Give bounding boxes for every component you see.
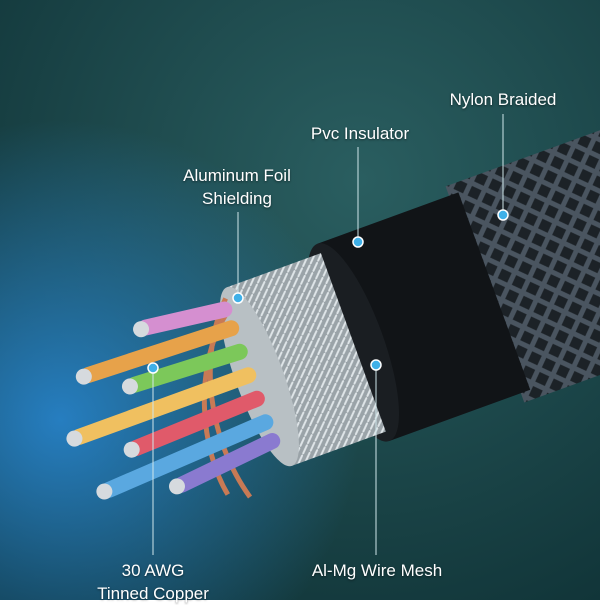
wire-tips: [66, 321, 185, 500]
copper-dot: [147, 362, 159, 374]
wire-mesh-dot: [370, 359, 382, 371]
pvc-insulator-dot: [352, 236, 364, 248]
label-awg-1: 30 AWG: [121, 561, 185, 580]
label-pvc-insulator: Pvc Insulator: [310, 124, 410, 143]
nylon-braid-sheath: [445, 83, 600, 403]
aluminum-foil-dot: [232, 292, 244, 304]
label-awg-2: Tinned Copper: [97, 584, 209, 603]
label-wire-mesh: Al-Mg Wire Mesh: [311, 561, 443, 580]
cable: [66, 83, 600, 500]
nylon-braided-dot: [497, 209, 509, 221]
inner-wires: [71, 301, 281, 498]
label-aluminum-foil-2: Shielding: [202, 189, 272, 208]
wire-mesh: [226, 253, 386, 466]
callout-lines: [152, 114, 504, 555]
label-nylon-braided: Nylon Braided: [449, 90, 557, 109]
label-aluminum-foil-1: Aluminum Foil: [183, 166, 291, 185]
